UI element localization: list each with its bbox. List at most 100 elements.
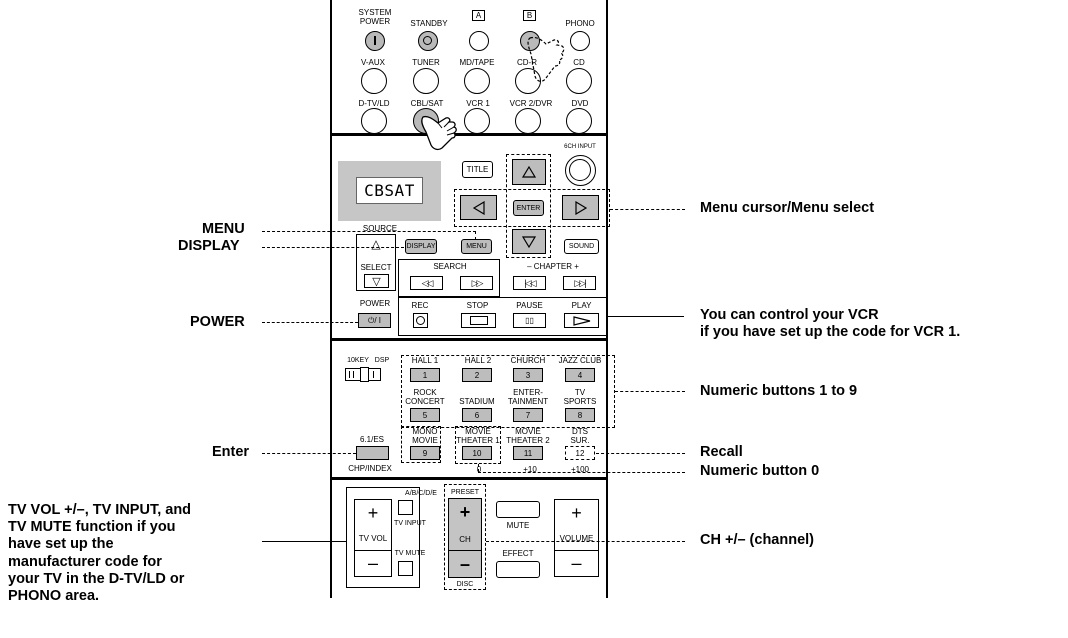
tv-vol-down-button[interactable]: – (355, 550, 391, 576)
numeric-9-dashed-frame (401, 426, 441, 463)
tv-callout-line: have set up the (8, 536, 114, 553)
a-box-icon: A (472, 10, 485, 21)
chapter-next-button[interactable]: ▷▷| (563, 276, 596, 290)
standby-label: STANDBY (410, 19, 448, 28)
stop-button[interactable] (461, 313, 496, 328)
a-button[interactable] (469, 31, 489, 51)
power-leader (262, 322, 358, 323)
vcr1-button[interactable] (464, 108, 490, 134)
tv-callout: TV VOL +/–, TV INPUT, and TV MUTE functi… (8, 502, 191, 605)
church-label: CHURCH (510, 356, 546, 365)
sound-button[interactable]: SOUND (564, 239, 599, 254)
fast-forward-button[interactable]: ▷▷ (460, 276, 493, 290)
num-12-button[interactable]: 12 (565, 446, 595, 460)
volume-up-button[interactable]: + (571, 502, 582, 523)
mute-label: MUTE (506, 521, 530, 530)
cursor-right-button[interactable] (562, 195, 599, 220)
cursor-down-button[interactable] (512, 229, 546, 254)
b-button[interactable] (520, 31, 540, 51)
vcr2-dvr-label: VCR 2/DVR (509, 99, 553, 108)
divider (330, 338, 608, 341)
tv-callout-line: manufacturer code for (8, 553, 162, 570)
md-tape-button[interactable] (464, 68, 490, 94)
effect-button[interactable] (496, 561, 540, 578)
num-9-button[interactable]: 9 (410, 446, 440, 460)
num-2-button[interactable]: 2 (462, 368, 492, 382)
tv-mute-label: TV MUTE (394, 550, 426, 557)
play-button[interactable] (564, 313, 599, 328)
rec-button[interactable] (413, 313, 428, 328)
rec-label: REC (411, 301, 429, 310)
numeric-dashed-frame (401, 355, 615, 428)
plus100-label: +100 (570, 465, 590, 474)
num-10-button[interactable]: 10 (462, 446, 492, 460)
enter-leader (262, 453, 356, 454)
v-aux-button[interactable] (361, 68, 387, 94)
display-button[interactable]: DISPLAY (405, 239, 437, 254)
cursor-left-button[interactable] (460, 195, 497, 220)
stop-label: STOP (466, 301, 489, 310)
num-7-button[interactable]: 7 (513, 408, 543, 422)
cursor-up-button[interactable] (512, 159, 546, 185)
ch-rocker: + CH – (448, 498, 482, 578)
effect-label: EFFECT (502, 549, 534, 558)
pause-button[interactable]: ▯▯ (513, 313, 546, 328)
num-5-button[interactable]: 5 (410, 408, 440, 422)
power-label: POWER (359, 299, 391, 308)
ch-down-button[interactable]: – (449, 550, 481, 577)
num-11-button[interactable]: 11 (513, 446, 543, 460)
source-up-button[interactable]: △ (357, 235, 395, 253)
display-callout: DISPLAY (178, 238, 240, 254)
numeric-1-9-callout: Numeric buttons 1 to 9 (700, 383, 858, 399)
menu-leader-drop (475, 231, 476, 240)
es-button[interactable] (356, 446, 389, 460)
volume-down-button[interactable]: – (555, 550, 598, 576)
menu-callout: MENU (202, 221, 245, 237)
standby-button[interactable] (418, 31, 438, 51)
chapter-prev-button[interactable]: |◁◁ (513, 276, 546, 290)
vcr-power-button[interactable]: ⏻/ I (358, 313, 391, 328)
search-label: SEARCH (433, 262, 467, 271)
enter-callout: Enter (212, 444, 250, 460)
cd-button[interactable] (566, 68, 592, 94)
recall-leader (596, 453, 685, 454)
pause-label: PAUSE (516, 301, 543, 310)
mute-button[interactable] (496, 501, 540, 518)
cd-r-button[interactable] (515, 68, 541, 94)
num-1-button[interactable]: 1 (410, 368, 440, 382)
num-3-button[interactable]: 3 (513, 368, 543, 382)
dvd-button[interactable] (566, 108, 592, 134)
num-6-button[interactable]: 6 (462, 408, 492, 422)
tv-leader (262, 541, 346, 542)
vcr-callout-line2: if you have set up the code for VCR 1. (700, 324, 961, 340)
tv-input-button[interactable] (398, 500, 413, 515)
tv-vol-up-button[interactable]: + (367, 502, 379, 523)
md-tape-label: MD/TAPE (459, 58, 495, 67)
d-tv-ld-label: D-TV/LD (358, 99, 390, 108)
title-button[interactable]: TITLE (462, 161, 493, 178)
disc-label: DISC (456, 581, 474, 588)
6ch-input-button[interactable] (565, 155, 596, 186)
tenkey-dsp-switch[interactable] (345, 367, 381, 382)
d-tv-ld-button[interactable] (361, 108, 387, 134)
source-down-button[interactable]: ▽ (364, 274, 389, 288)
num-8-button[interactable]: 8 (565, 408, 595, 422)
tuner-button[interactable] (413, 68, 439, 94)
vcr2-dvr-button[interactable] (515, 108, 541, 134)
menu-button[interactable]: MENU (461, 239, 492, 254)
tv-mute-button[interactable] (398, 561, 413, 576)
play-label: PLAY (571, 301, 592, 310)
phono-button[interactable] (570, 31, 590, 51)
enter-button[interactable]: ENTER (513, 200, 544, 216)
triangle-left-icon (472, 200, 485, 215)
system-power-button[interactable] (365, 31, 385, 51)
num-4-button[interactable]: 4 (565, 368, 595, 382)
ch-up-button[interactable]: + (459, 502, 471, 522)
dsp-label: DSP (374, 357, 390, 364)
rewind-button[interactable]: ◁◁ (410, 276, 443, 290)
b-box-icon: B (523, 10, 536, 21)
